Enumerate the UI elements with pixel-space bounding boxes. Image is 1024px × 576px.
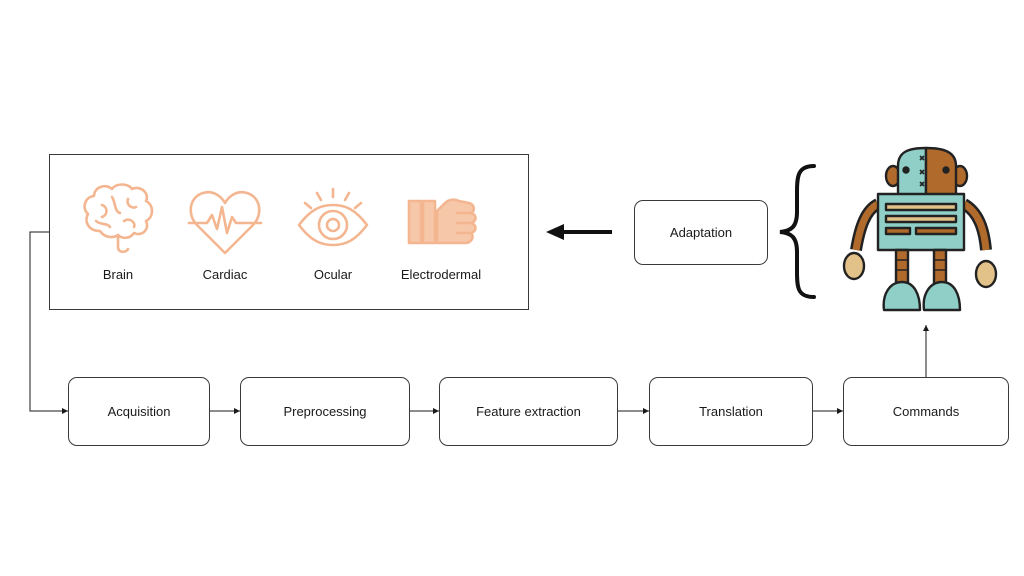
signal-label: Brain (102, 267, 134, 282)
signal-label: Cardiac (202, 267, 248, 282)
signals-box: Brain Cardiac Ocular Electrodermal (49, 154, 529, 310)
preprocessing-box: Preprocessing (240, 377, 410, 446)
adaptation-label: Adaptation (669, 225, 733, 240)
translation-box: Translation (649, 377, 813, 446)
feature-extraction-box: Feature extraction (439, 377, 618, 446)
signal-label: Electrodermal (400, 267, 482, 282)
brain-icon (83, 183, 154, 254)
pipeline-label: Acquisition (107, 404, 171, 419)
heart-pulse-icon (187, 190, 263, 255)
signal-electrodermal: Electrodermal (386, 155, 496, 311)
feedback-line-to-acquisition (29, 231, 68, 414)
eye-icon (297, 187, 369, 247)
signal-ocular: Ocular (278, 155, 388, 311)
signal-brain: Brain (63, 155, 173, 311)
hand-icon (407, 198, 477, 245)
commands-box: Commands (843, 377, 1009, 446)
acquisition-box: Acquisition (68, 377, 210, 446)
adaptation-box: Adaptation (634, 200, 768, 265)
curly-brace (779, 164, 816, 299)
signal-cardiac: Cardiac (170, 155, 280, 311)
pipeline-label: Translation (699, 404, 763, 419)
adaptation-arrow (546, 224, 612, 240)
signal-label: Ocular (313, 267, 353, 282)
pipeline-label: Feature extraction (476, 404, 581, 419)
pipeline-label: Preprocessing (283, 404, 367, 419)
robot-icon (842, 146, 998, 312)
pipeline-label: Commands (892, 404, 960, 419)
